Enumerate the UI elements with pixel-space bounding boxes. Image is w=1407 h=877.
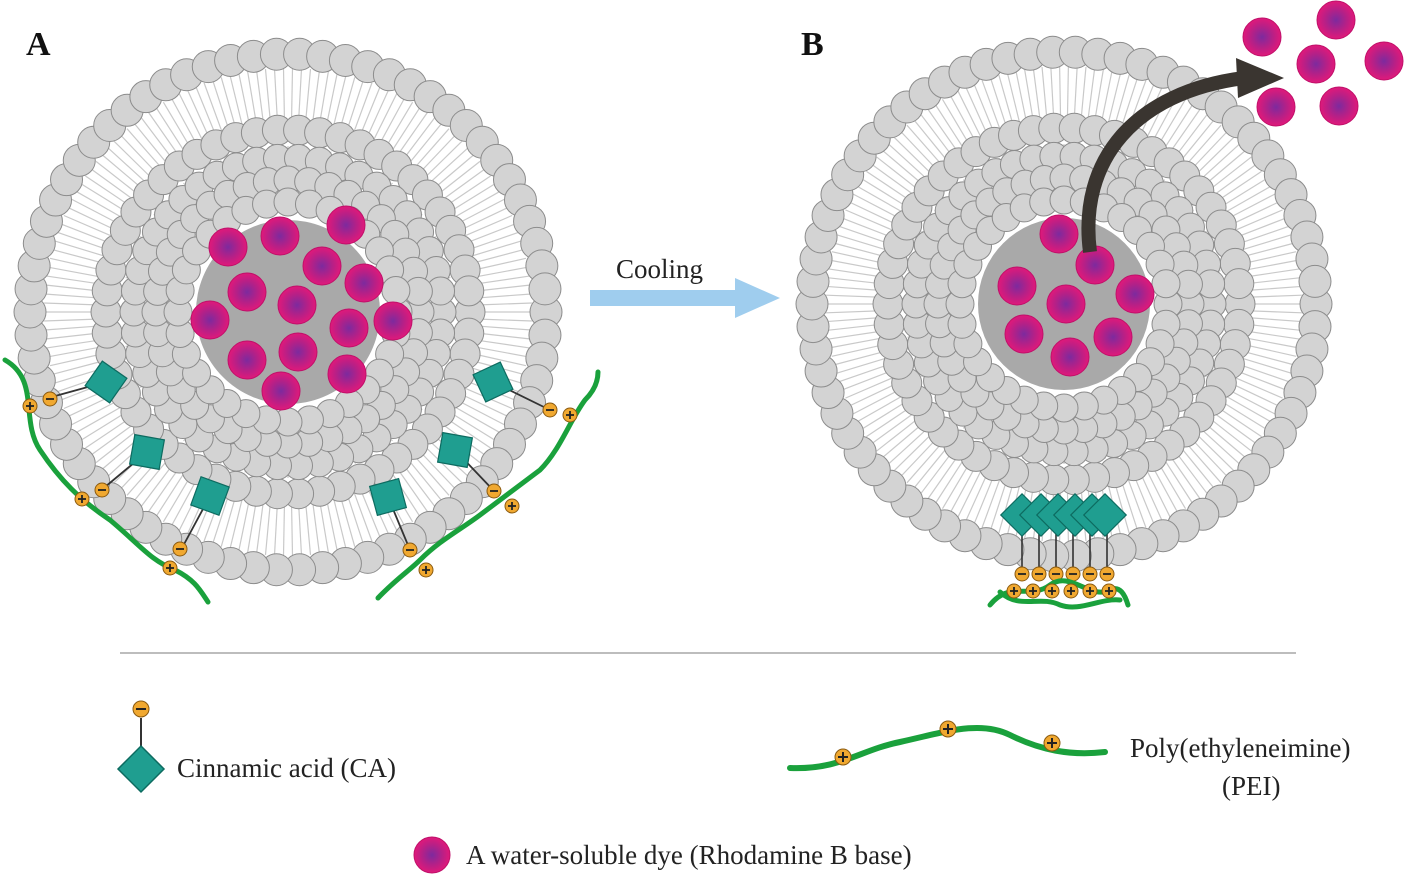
outer-head-ring <box>13 37 563 587</box>
outer-inner-head-ring <box>872 112 1256 496</box>
positive-charge-icon <box>1025 583 1041 599</box>
outer-bilayer-tails <box>44 68 532 556</box>
dye-molecule <box>326 205 366 245</box>
legend-dye-icon <box>413 836 451 874</box>
dye-molecule <box>261 371 301 411</box>
dye-molecule <box>277 285 317 325</box>
legend-ca-icon <box>116 700 166 794</box>
negative-charge-icon <box>542 402 558 418</box>
dye-molecule <box>344 263 384 303</box>
released-dye-molecule <box>1316 0 1356 40</box>
released-dye-molecule <box>1319 86 1359 126</box>
negative-charge-icon <box>94 482 110 498</box>
positive-charge-icon <box>162 560 178 576</box>
negative-charge-icon <box>172 541 188 557</box>
cinnamic-acid-icon <box>368 477 408 517</box>
dye-molecule <box>227 272 267 312</box>
legend-dye-label: A water-soluble dye (Rhodamine B base) <box>466 840 912 870</box>
negative-charge-icon <box>402 542 418 558</box>
dye-molecule <box>302 246 342 286</box>
negative-charge-icon <box>486 483 502 499</box>
inner-ring-3 <box>163 187 413 437</box>
vesicle-b <box>795 35 1333 573</box>
cinnamic-acid-icon <box>190 476 230 516</box>
ca-pei-complex-a <box>2 357 601 605</box>
dye-molecule <box>329 308 369 348</box>
cinnamic-acid-icon <box>128 433 166 471</box>
legend-pei-icon <box>787 720 1108 772</box>
cinnamic-acid-icon <box>436 431 474 469</box>
cinnamic-acid-icon <box>1082 492 1128 538</box>
dye-molecule <box>1093 317 1133 357</box>
positive-charge-icon <box>1063 583 1079 599</box>
negative-charge-icon <box>1031 566 1047 582</box>
dye-molecule <box>1115 274 1155 314</box>
negative-charge-icon <box>1082 566 1098 582</box>
legend-pei-label-line2: (PEI) <box>1222 771 1280 801</box>
inner-ring-2 <box>923 163 1205 445</box>
inner-ring-3 <box>945 185 1183 423</box>
vesicle-a <box>13 37 563 587</box>
panel-a-label: A <box>26 26 51 63</box>
negative-charge-icon <box>1014 566 1030 582</box>
cinnamic-acid-icon <box>84 360 128 404</box>
released-dye-molecule <box>1242 17 1282 57</box>
dye-molecule <box>1039 214 1079 254</box>
inner-ring-1 <box>119 143 457 481</box>
dye-molecule <box>227 340 267 380</box>
pei-chain <box>997 589 1123 610</box>
dye-molecule <box>997 266 1037 306</box>
negative-charge-icon <box>1099 566 1115 582</box>
positive-charge-icon <box>22 398 38 414</box>
dye-molecule <box>327 354 367 394</box>
positive-charge-icon <box>74 491 90 507</box>
cooling-label: Cooling <box>616 254 703 284</box>
cinnamic-acid-icon <box>472 361 514 403</box>
ca-pei-complex-b <box>987 492 1131 610</box>
cooling-arrow <box>590 278 780 318</box>
positive-charge-icon <box>418 562 434 578</box>
positive-charge-icon <box>1006 583 1022 599</box>
positive-charge-icon <box>504 498 520 514</box>
dye-molecule <box>1004 314 1044 354</box>
outer-head-ring <box>795 35 1333 573</box>
negative-charge-icon <box>1065 566 1081 582</box>
released-dye-molecule <box>1256 87 1296 127</box>
positive-charge-icon <box>1101 583 1117 599</box>
released-dye-group <box>1242 0 1404 127</box>
pei-chain <box>375 369 601 601</box>
dye-molecule <box>278 332 318 372</box>
negative-charge-icon <box>42 391 58 407</box>
legend-ca-label: Cinnamic acid (CA) <box>177 753 396 783</box>
positive-charge-icon <box>562 407 578 423</box>
dye-molecule <box>190 300 230 340</box>
panel-b-label: B <box>801 26 824 63</box>
released-dye-molecule <box>1364 41 1404 81</box>
released-dye-molecule <box>1296 44 1336 84</box>
positive-charge-icon <box>1044 583 1060 599</box>
positive-charge-icon <box>1082 583 1098 599</box>
release-arrow <box>1081 58 1284 253</box>
dye-molecule <box>260 216 300 256</box>
dye-molecule <box>1050 337 1090 377</box>
dye-molecule <box>208 227 248 267</box>
legend-pei-label-line1: Poly(ethyleneimine) <box>1130 733 1350 763</box>
dye-molecule <box>1075 245 1115 285</box>
dye-molecule <box>373 301 413 341</box>
dye-molecule <box>1046 284 1086 324</box>
outer-bilayer-tails <box>826 66 1302 542</box>
